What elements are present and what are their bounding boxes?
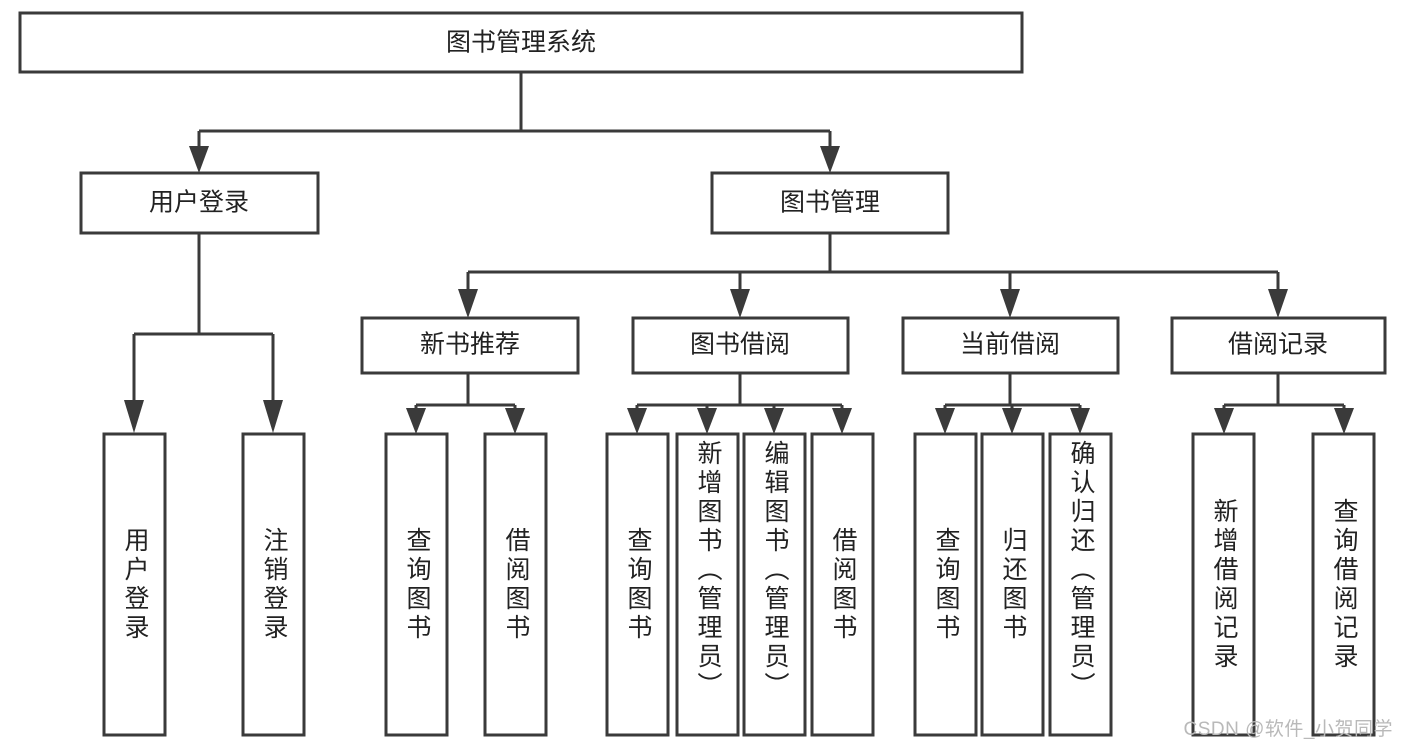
leaf-box-user-login-1[interactable] bbox=[241, 432, 306, 737]
arrowhead-current-borrow bbox=[1000, 289, 1020, 318]
arrowhead-cb-leaf-2 bbox=[1002, 408, 1022, 434]
arrowhead-bb-leaf-1 bbox=[627, 408, 647, 434]
node-borrow-record[interactable]: 借阅记录 bbox=[1170, 316, 1387, 375]
arrowhead-user-login bbox=[189, 146, 209, 173]
leaf-box-bb-0[interactable] bbox=[605, 432, 670, 737]
arrowhead-leaf-user-login bbox=[124, 400, 144, 433]
node-current-borrow[interactable]: 当前借阅 bbox=[901, 316, 1120, 375]
arrowhead-borrow-record bbox=[1268, 289, 1288, 318]
connector-group-root-to-level2 bbox=[189, 72, 840, 173]
node-book-manage[interactable]: 图书管理 bbox=[710, 171, 950, 235]
leaf-box-bb-2[interactable] bbox=[742, 432, 807, 737]
arrowhead-book-manage bbox=[820, 146, 840, 173]
node-new-book-recommend[interactable]: 新书推荐 bbox=[360, 316, 580, 375]
leaf-boxes-new-book-recommend bbox=[384, 432, 548, 737]
node-root-box[interactable] bbox=[18, 11, 1024, 74]
connector-group-user-login-to-leaves bbox=[124, 233, 283, 433]
leaf-box-br-1[interactable] bbox=[1311, 432, 1376, 737]
leaf-boxes-user-login bbox=[102, 432, 306, 737]
connector-group-book-borrow-to-leaves bbox=[627, 373, 852, 434]
leaf-box-bb-3[interactable] bbox=[810, 432, 875, 737]
node-new-book-recommend-label: 新书推荐 bbox=[420, 331, 520, 359]
connector-group-new-book-recommend-to-leaves bbox=[406, 373, 525, 434]
connector-group-current-borrow-to-leaves bbox=[935, 373, 1090, 434]
node-book-borrow-label: 图书借阅 bbox=[690, 331, 790, 359]
arrowhead-nbr-leaf-2 bbox=[505, 408, 525, 434]
arrowhead-bb-leaf-4 bbox=[832, 408, 852, 434]
node-book-manage-label: 图书管理 bbox=[780, 189, 880, 217]
arrowhead-cb-leaf-3 bbox=[1070, 408, 1090, 434]
arrowhead-new-book-recommend bbox=[458, 289, 478, 318]
leaf-box-cb-2[interactable] bbox=[1048, 432, 1113, 737]
arrowhead-nbr-leaf-1 bbox=[406, 408, 426, 434]
leaf-box-cb-0[interactable] bbox=[913, 432, 978, 737]
arrowhead-leaf-logout bbox=[263, 400, 283, 433]
connector-group-book-manage-to-level3 bbox=[458, 233, 1288, 318]
connector-group-borrow-record-to-leaves bbox=[1214, 373, 1354, 434]
arrowhead-bb-leaf-3 bbox=[764, 408, 784, 434]
leaf-boxes-current-borrow bbox=[913, 432, 1113, 737]
node-book-borrow-box[interactable] bbox=[631, 316, 850, 375]
leaf-box-bb-1[interactable] bbox=[675, 432, 740, 737]
arrowhead-cb-leaf-1 bbox=[935, 408, 955, 434]
node-new-book-recommend-box[interactable] bbox=[360, 316, 580, 375]
leaf-boxes-borrow-record bbox=[1191, 432, 1376, 737]
arrowhead-book-borrow bbox=[730, 289, 750, 318]
leaf-box-cb-1[interactable] bbox=[980, 432, 1045, 737]
watermark-text: CSDN @软件_小贺同学 bbox=[1183, 719, 1393, 740]
leaf-boxes-book-borrow bbox=[605, 432, 875, 737]
leaf-box-nbr-1[interactable] bbox=[483, 432, 548, 737]
node-root[interactable]: 图书管理系统 bbox=[18, 11, 1024, 74]
node-user-login[interactable]: 用户登录 bbox=[79, 171, 320, 235]
node-current-borrow-box[interactable] bbox=[901, 316, 1120, 375]
node-borrow-record-label: 借阅记录 bbox=[1228, 331, 1328, 359]
leaf-box-br-0[interactable] bbox=[1191, 432, 1256, 737]
node-user-login-label: 用户登录 bbox=[149, 189, 249, 217]
node-user-login-box[interactable] bbox=[79, 171, 320, 235]
node-current-borrow-label: 当前借阅 bbox=[960, 331, 1060, 359]
leaf-box-user-login-0[interactable] bbox=[102, 432, 167, 737]
node-book-borrow[interactable]: 图书借阅 bbox=[631, 316, 850, 375]
arrowhead-br-leaf-2 bbox=[1334, 408, 1354, 434]
arrowhead-bb-leaf-2 bbox=[697, 408, 717, 434]
node-borrow-record-box[interactable] bbox=[1170, 316, 1387, 375]
node-book-manage-box[interactable] bbox=[710, 171, 950, 235]
node-root-label: 图书管理系统 bbox=[446, 29, 596, 57]
leaf-box-nbr-0[interactable] bbox=[384, 432, 449, 737]
arrowhead-br-leaf-1 bbox=[1214, 408, 1234, 434]
